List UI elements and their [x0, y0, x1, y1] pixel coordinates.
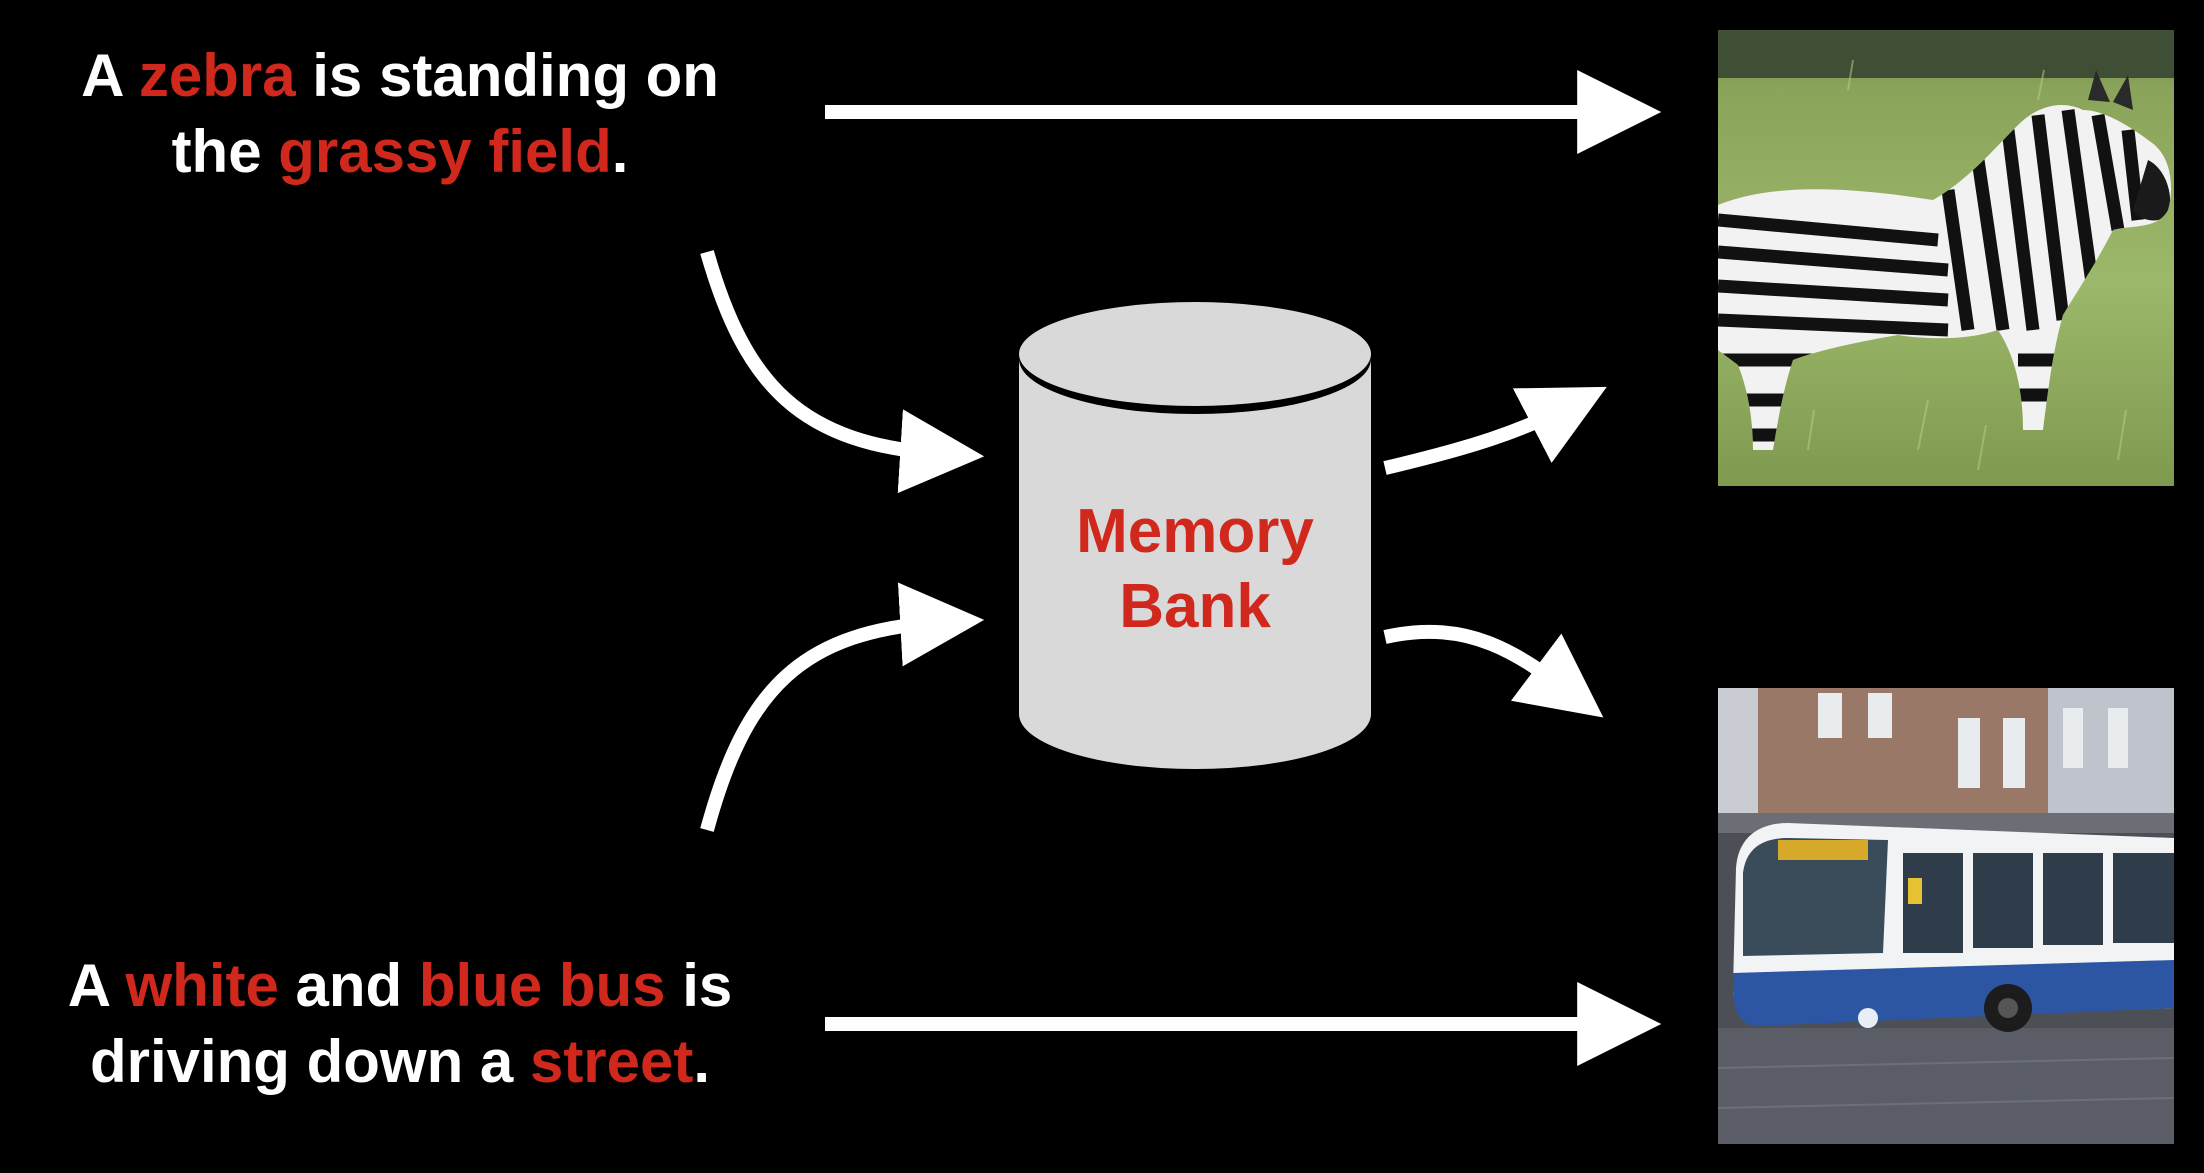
memory-bank-label-line1: Memory — [1076, 497, 1314, 566]
caption-keyword: grassy field — [278, 118, 612, 185]
arrow-memory-bank-to-zebra-image — [1383, 386, 1607, 475]
memory-bank-label-line2: Bank — [1119, 572, 1271, 641]
arrow-top-caption-to-memory-bank — [700, 250, 985, 494]
bus-image — [1718, 688, 2174, 1144]
caption-text: A — [81, 42, 139, 109]
caption-keyword: street — [529, 1028, 694, 1095]
caption-keyword: blue bus — [418, 952, 666, 1019]
caption-text: A — [67, 952, 126, 1019]
caption-text: the — [171, 118, 279, 185]
caption-text: and — [278, 952, 419, 1019]
caption-text: is standing on — [295, 42, 719, 109]
zebra-image — [1718, 30, 2174, 486]
caption-text: . — [611, 118, 629, 185]
arrow-memory-bank-to-bus-image — [1383, 624, 1604, 718]
caption-keyword: white — [125, 952, 279, 1019]
caption-keyword: zebra — [138, 42, 296, 109]
arrow-bottom-caption-to-memory-bank — [700, 582, 985, 832]
caption-text: driving down a — [89, 1028, 530, 1095]
memory-bank-cylinder: Memory Bank — [1019, 302, 1371, 769]
caption-text: . — [693, 1028, 711, 1095]
caption-bus: A white and blue bus is driving down a st… — [20, 948, 780, 1100]
caption-text: is — [665, 952, 733, 1019]
